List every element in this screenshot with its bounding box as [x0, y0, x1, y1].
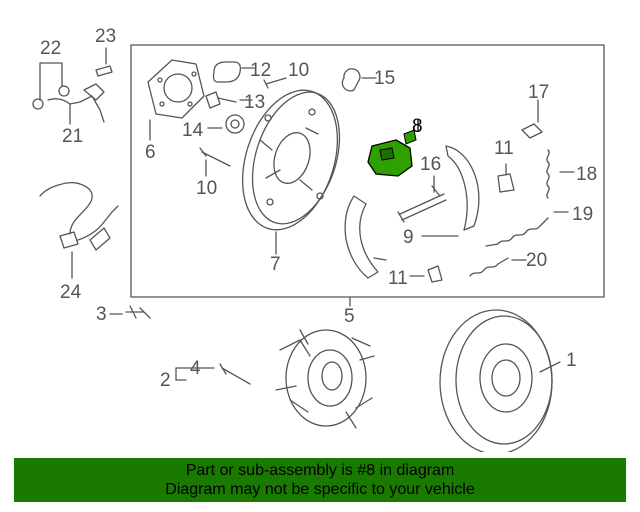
cap-part-15 — [341, 68, 377, 92]
nut-part-14 — [207, 114, 245, 134]
clip-part-11-lower — [409, 265, 443, 283]
brake-shoe-part-9 — [344, 145, 480, 279]
callout-20: 20 — [526, 250, 547, 271]
banner-line-1: Part or sub-assembly is #8 in diagram — [185, 462, 455, 479]
pin-part-10-top — [263, 77, 287, 89]
bolt-part-3 — [109, 305, 151, 319]
backing-plate-part-7 — [241, 89, 341, 255]
callout-15: 15 — [374, 68, 395, 89]
gasket-part-6 — [147, 59, 205, 141]
clip-part-11-right — [497, 163, 515, 193]
callout-4: 4 — [190, 358, 201, 379]
callout-9: 9 — [403, 227, 414, 248]
callout-6: 6 — [145, 142, 156, 163]
wheel-cylinder-part-8[interactable] — [367, 120, 419, 177]
spring-part-19 — [485, 211, 569, 247]
callout-22: 22 — [40, 38, 61, 59]
callout-5: 5 — [344, 306, 355, 327]
hub-part-2 — [175, 329, 375, 429]
part-notice-banner: Part or sub-assembly is #8 in diagram Di… — [14, 458, 626, 502]
callout-14: 14 — [182, 120, 204, 141]
callout-23: 23 — [95, 26, 116, 47]
callout-16: 16 — [420, 154, 441, 175]
bolt-part-23 — [95, 47, 113, 77]
seal-part-12 — [212, 61, 242, 83]
abs-clip-part-21-22 — [32, 62, 105, 125]
bracket-part-17 — [521, 99, 543, 139]
callout-labels: 1 2 3 4 5 6 7 8 9 10 10 11 11 12 13 14 1… — [40, 26, 597, 391]
assembly-frame — [130, 44, 605, 298]
callout-11-right: 11 — [494, 138, 514, 159]
callout-21: 21 — [62, 126, 83, 147]
pin-part-10-lower — [199, 147, 231, 167]
callout-10-lower: 10 — [196, 178, 217, 199]
spring-part-18 — [546, 149, 575, 199]
brake-drum-part-1 — [439, 309, 561, 452]
bolt-part-13 — [205, 91, 253, 109]
stud-part-4 — [195, 363, 251, 385]
callout-18: 18 — [576, 164, 597, 185]
parts-diagram: 1 2 3 4 5 6 7 8 9 10 10 11 11 12 13 14 1… — [32, 26, 605, 452]
callout-1: 1 — [566, 350, 577, 371]
adjuster-part-16 — [397, 175, 447, 223]
callout-3: 3 — [96, 304, 107, 325]
callout-17: 17 — [528, 82, 549, 103]
callout-8: 8 — [412, 116, 423, 137]
banner-line-2: Diagram may not be specific to your vehi… — [165, 481, 475, 498]
callout-11-lower: 11 — [388, 268, 408, 289]
callout-19: 19 — [572, 204, 593, 225]
spring-part-20 — [469, 257, 527, 277]
callout-12: 12 — [250, 60, 271, 81]
callout-10-top: 10 — [288, 60, 309, 81]
callout-7: 7 — [270, 254, 281, 275]
callout-13: 13 — [244, 92, 265, 113]
callout-24: 24 — [60, 282, 82, 303]
speed-sensor-part-24 — [39, 182, 119, 279]
callout-2: 2 — [160, 370, 171, 391]
